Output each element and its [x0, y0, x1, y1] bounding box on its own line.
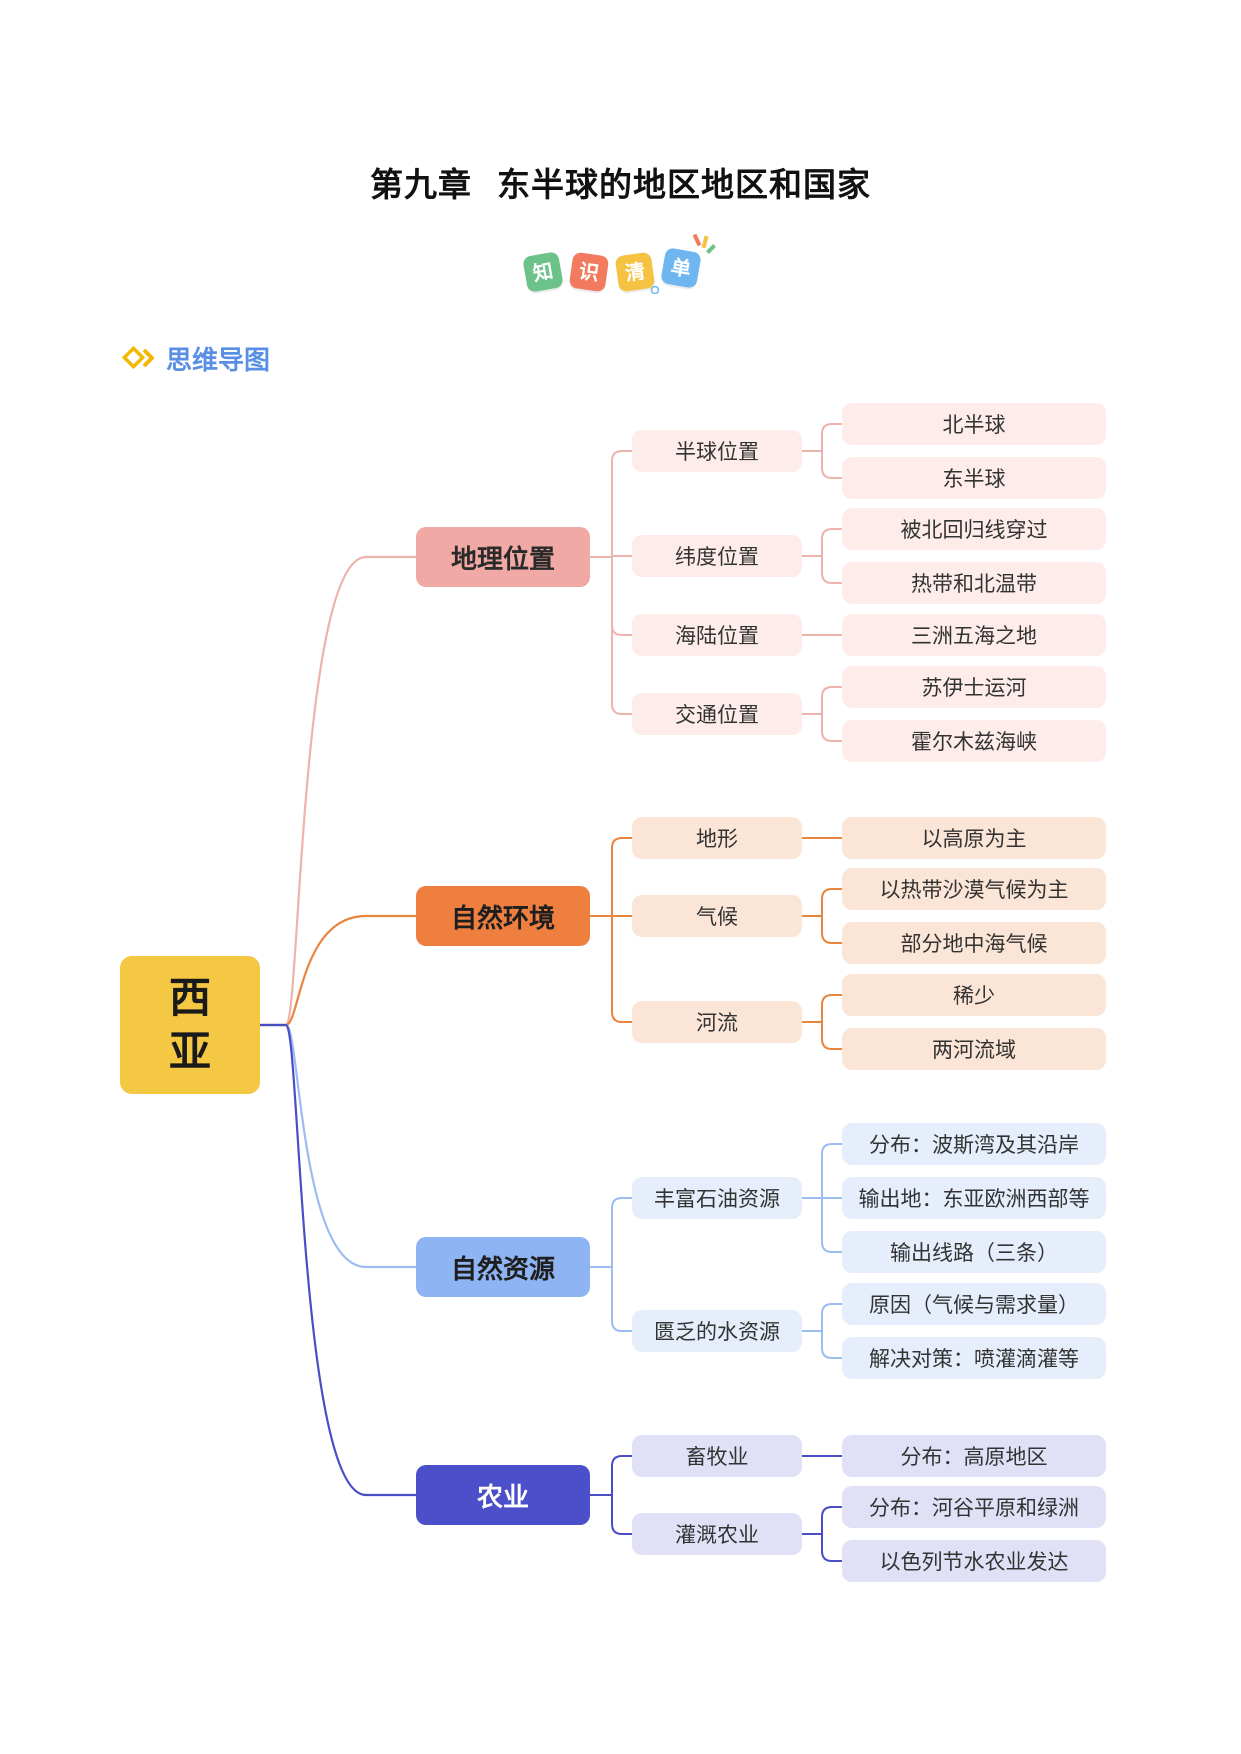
topic-node: 半球位置 — [632, 430, 802, 472]
knowledge-list-badge: 知 识 清 单 — [522, 234, 725, 294]
root-label-line1: 西 — [168, 973, 211, 1022]
topic-node: 畜牧业 — [632, 1435, 802, 1477]
root-label-line2: 亚 — [168, 1027, 211, 1076]
leaf-connector — [821, 423, 843, 452]
leaf-connector — [821, 1021, 843, 1050]
leaf-connector — [821, 713, 843, 742]
topic-node: 交通位置 — [632, 693, 802, 735]
root-branch-connector — [258, 555, 418, 1027]
leaf-node: 东半球 — [842, 457, 1106, 499]
leaf-node: 分布：河谷平原和绿洲 — [842, 1486, 1106, 1528]
leaf-connector — [821, 1197, 843, 1253]
leaf-node: 以色列节水农业发达 — [842, 1540, 1106, 1582]
topic-connector — [611, 556, 633, 715]
leaf-connector — [821, 915, 843, 944]
leaf-node: 三洲五海之地 — [842, 614, 1106, 656]
diamond-arrow-icon — [121, 345, 160, 371]
leaf-node: 霍尔木兹海峡 — [842, 720, 1106, 762]
leaf-connector — [821, 994, 843, 1023]
branch-node: 自然资源 — [416, 1237, 590, 1297]
branch-node: 自然环境 — [416, 886, 590, 946]
root-node: 西 亚 — [120, 956, 260, 1094]
topic-node: 海陆位置 — [632, 614, 802, 656]
leaf-node: 解决对策：喷灌滴灌等 — [842, 1337, 1106, 1379]
leaf-connector — [821, 450, 843, 479]
leaf-node: 部分地中海气候 — [842, 922, 1106, 964]
leaf-node: 输出地：东亚欧洲西部等 — [842, 1177, 1106, 1219]
topic-connector — [611, 1455, 633, 1496]
leaf-node: 被北回归线穿过 — [842, 508, 1106, 550]
leaf-node: 输出线路（三条） — [842, 1231, 1106, 1273]
page-title: 第九章 东半球的地区地区和国家 — [370, 165, 871, 204]
leaf-node: 稀少 — [842, 974, 1106, 1016]
root-branch-connector — [258, 1023, 418, 1269]
leaf-node: 苏伊士运河 — [842, 666, 1106, 708]
topic-node: 丰富石油资源 — [632, 1177, 802, 1219]
leaf-node: 两河流域 — [842, 1028, 1106, 1070]
topic-node: 地形 — [632, 817, 802, 859]
section-heading: 思维导图 — [121, 341, 271, 376]
topic-node: 气候 — [632, 895, 802, 937]
topic-connector — [611, 837, 633, 917]
leaf-connector — [821, 1533, 843, 1562]
topic-connector — [611, 450, 633, 558]
leaf-connector — [821, 555, 843, 584]
leaf-connector — [821, 1143, 843, 1199]
leaf-connector — [821, 686, 843, 715]
topic-node: 河流 — [632, 1001, 802, 1043]
leaf-node: 以热带沙漠气候为主 — [842, 868, 1106, 910]
leaf-connector — [821, 1303, 843, 1332]
topic-connector — [611, 556, 633, 636]
leaf-node: 原因（气候与需求量） — [842, 1283, 1106, 1325]
leaf-node: 分布：波斯湾及其沿岸 — [842, 1123, 1106, 1165]
branch-node: 农业 — [416, 1465, 590, 1525]
leaf-node: 热带和北温带 — [842, 562, 1106, 604]
topic-connector — [611, 1197, 633, 1268]
leaf-node: 以高原为主 — [842, 817, 1106, 859]
leaf-node: 分布：高原地区 — [842, 1435, 1106, 1477]
topic-node: 匮乏的水资源 — [632, 1310, 802, 1352]
root-branch-connector — [258, 914, 418, 1027]
topic-connector — [611, 1494, 633, 1535]
confetti-icon — [526, 234, 716, 294]
section-heading-label: 思维导图 — [166, 345, 271, 376]
leaf-connector — [821, 888, 843, 917]
leaf-connector — [821, 528, 843, 557]
topic-connector — [611, 915, 633, 1023]
topic-node: 灌溉农业 — [632, 1513, 802, 1555]
topic-node: 纬度位置 — [632, 535, 802, 577]
root-branch-connector — [258, 1023, 418, 1497]
branch-node: 地理位置 — [416, 527, 590, 587]
topic-connector — [611, 1266, 633, 1332]
leaf-connector — [821, 1330, 843, 1359]
leaf-node: 北半球 — [842, 403, 1106, 445]
leaf-connector — [821, 1506, 843, 1535]
